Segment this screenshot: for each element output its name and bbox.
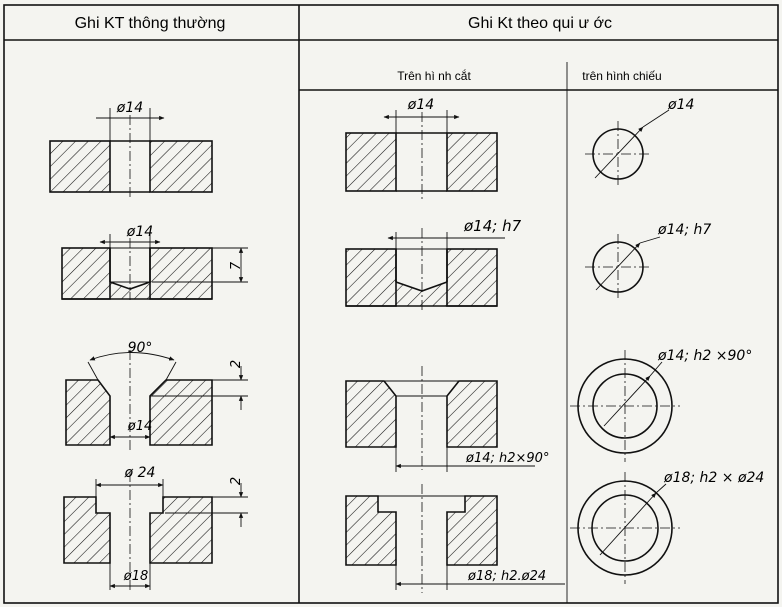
conv-row3-angle: 90° (128, 340, 153, 356)
sect-row4-part (345, 484, 565, 593)
subheader-section: Trên hì nh cắt (397, 68, 471, 83)
conv-row1-diameter: ø14 (116, 100, 143, 116)
conv-row4-counterbore: ø 24 (124, 465, 156, 481)
conv-row2-depth: 7 (229, 261, 244, 270)
sect-row3-label: ø14; h2×90° (465, 451, 549, 466)
conv-row4-part (63, 472, 248, 593)
view-row2-label: ø14; h7 (657, 222, 711, 238)
view-row3-label: ø14; h2 ×90° (657, 348, 752, 364)
view-row2-circle (585, 234, 661, 300)
conv-row3-part (65, 350, 248, 452)
header-convention: Ghi Kt theo qui ư ớc (468, 15, 612, 32)
sect-row3-part (345, 366, 535, 472)
sect-row2-part (345, 228, 505, 312)
table-frame (3, 4, 779, 604)
sect-row4-label: ø18; h2.ø24 (467, 569, 546, 584)
view-row4-label: ø18; h2 × ø24 (663, 470, 764, 486)
view-row1-circle (585, 109, 670, 187)
sect-row2-label: ø14; h7 (463, 217, 522, 235)
sect-row1-label: ø14 (407, 97, 434, 113)
conv-row2-diameter: ø14 (126, 224, 153, 240)
subheader-view: trên hình chiếu (582, 69, 661, 83)
view-row4-circle (570, 472, 680, 584)
sect-row1-part (345, 110, 498, 200)
conv-row4-diameter: ø18 (123, 569, 149, 584)
conv-row3-diameter: ø14 (127, 419, 153, 434)
view-row3-circle (570, 350, 680, 462)
conv-row1-part (49, 108, 213, 200)
conv-row2-part (61, 234, 248, 300)
conv-row4-depth: 2 (229, 477, 244, 485)
view-row1-label: ø14 (667, 97, 694, 113)
conv-row3-depth: 2 (229, 360, 244, 368)
header-conventional: Ghi KT thông thường (75, 15, 226, 32)
